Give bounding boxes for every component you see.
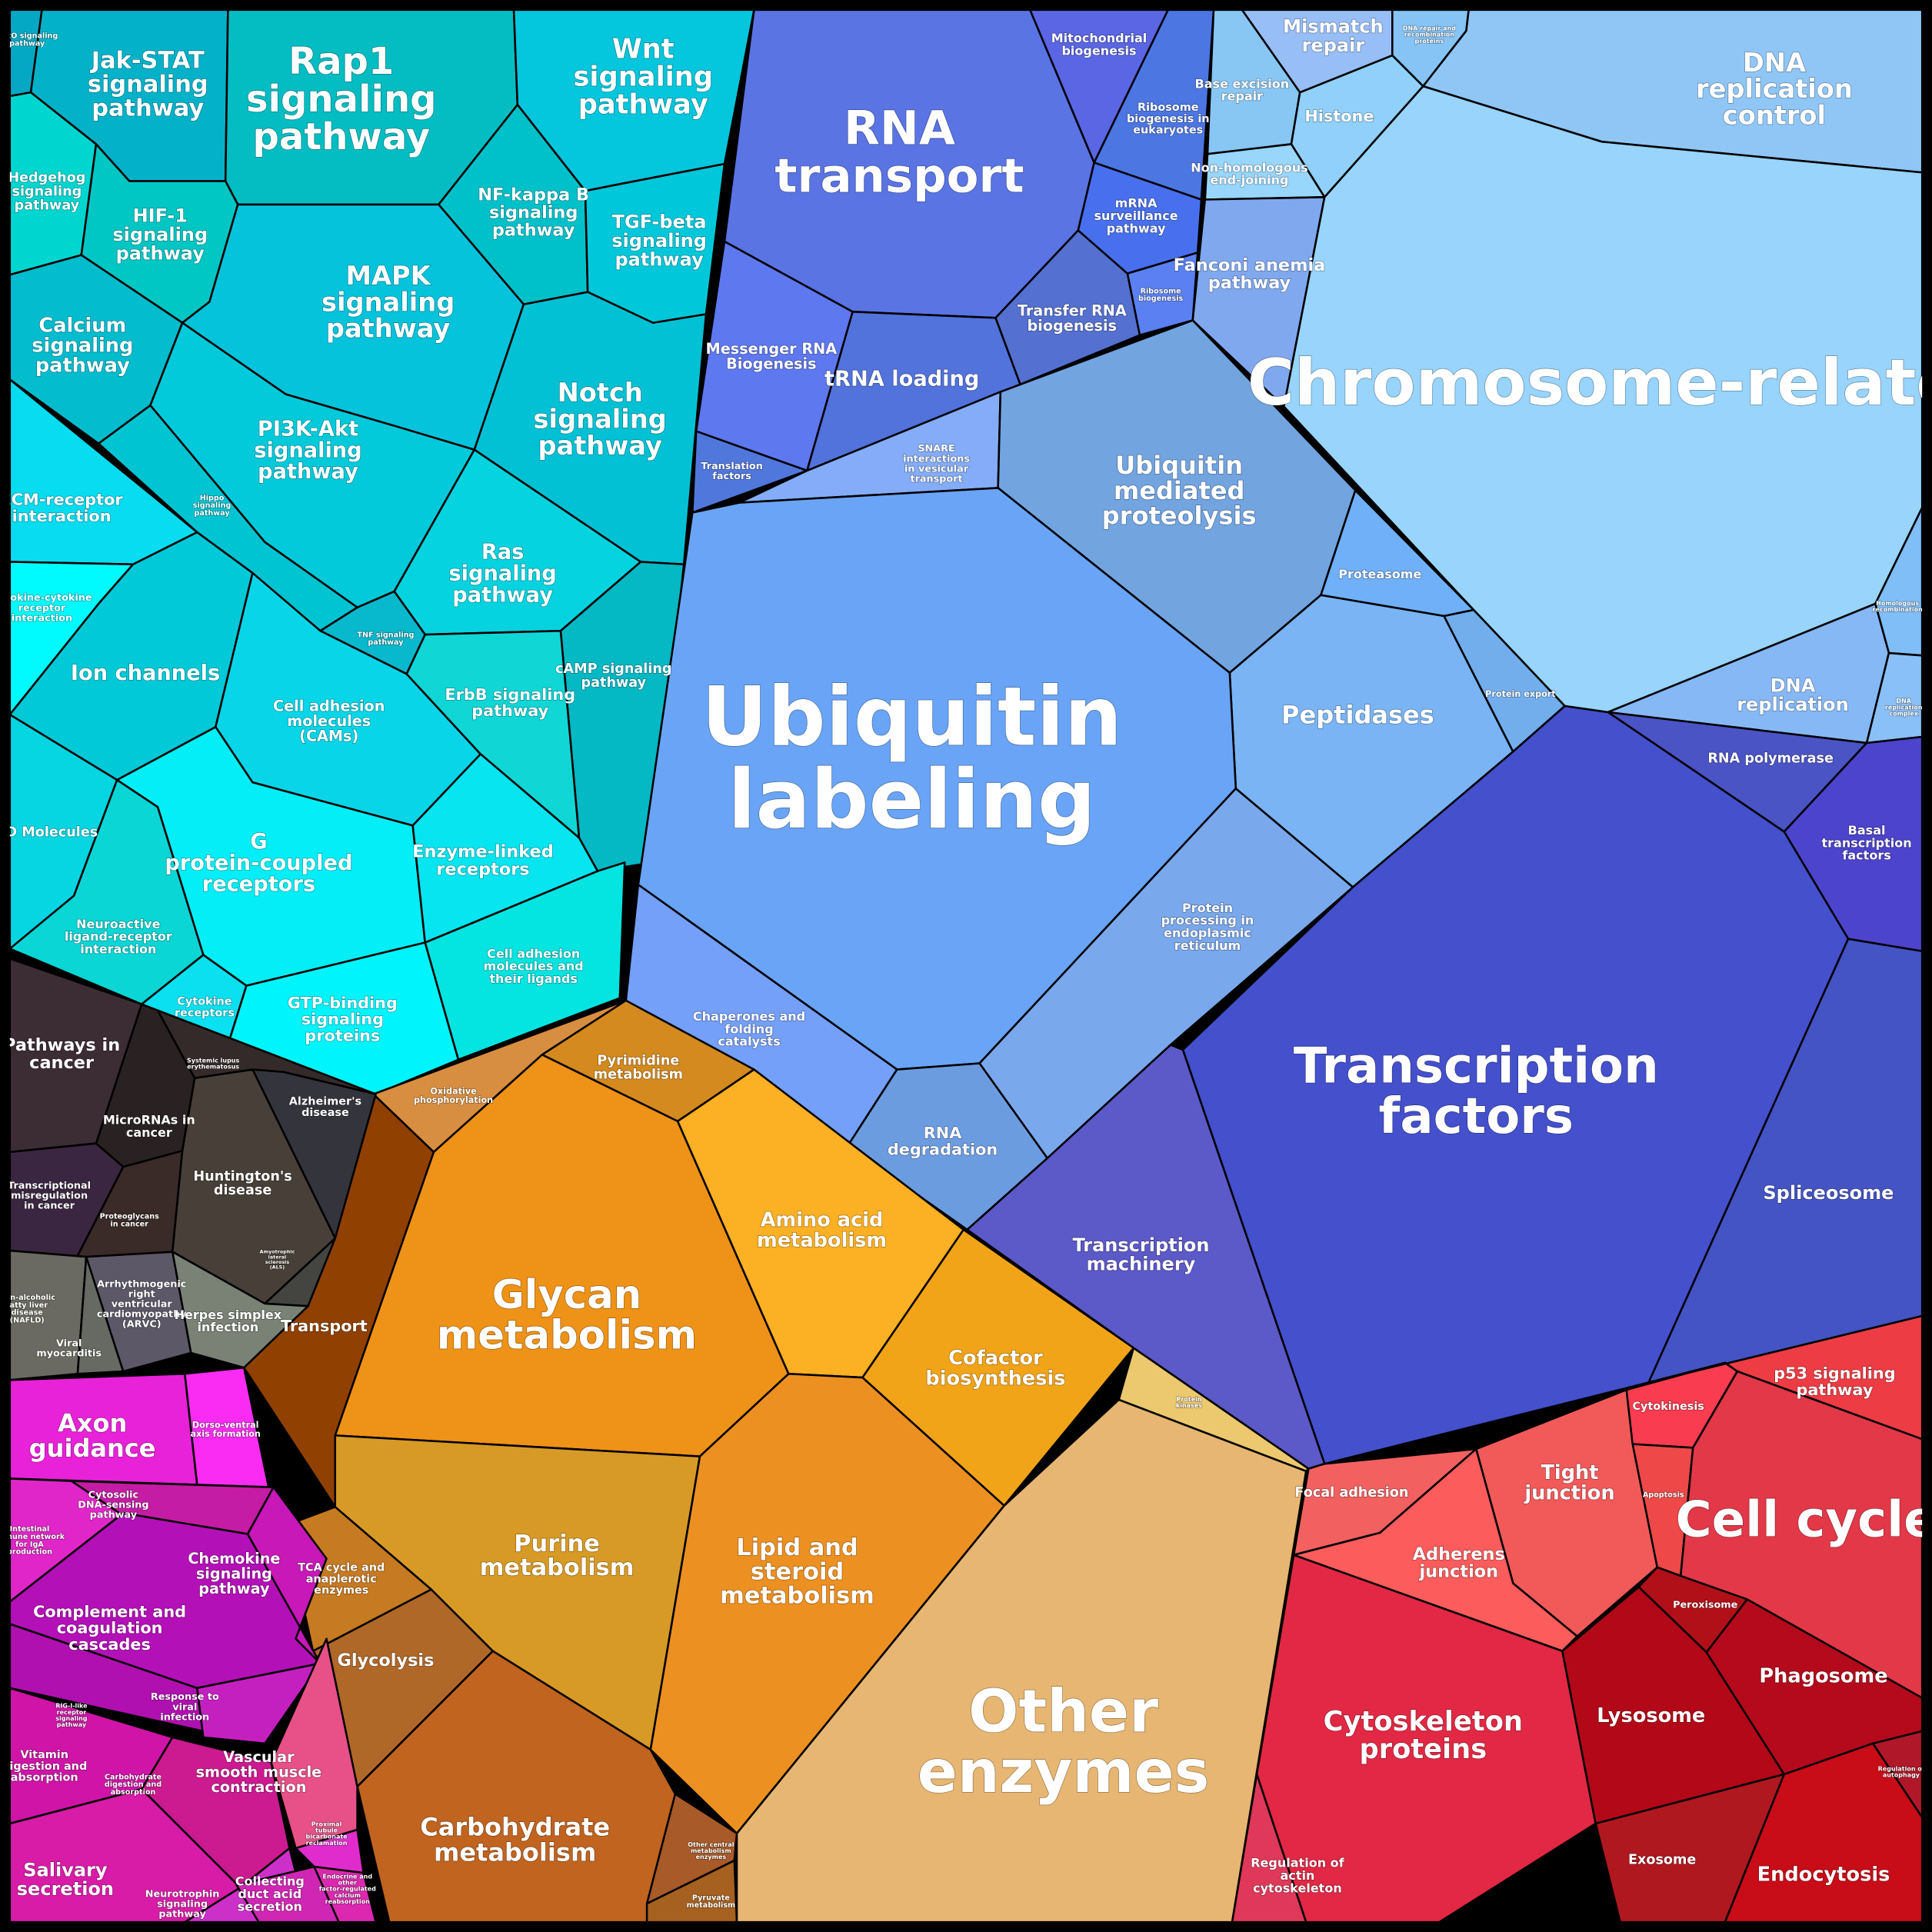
cell-vascular-smooth-muscle-contraction[interactable] <box>270 1637 358 1850</box>
cell-translation-factors[interactable] <box>691 430 808 514</box>
cell-chemokine-signaling-pathway[interactable] <box>246 1486 328 1665</box>
cell-response-to-viral-infection[interactable] <box>196 1662 321 1745</box>
cell-enzyme-linked-receptors[interactable] <box>411 753 599 944</box>
cell-herpes-simplex-infection[interactable] <box>172 1251 309 1369</box>
cell-axon-guidance[interactable] <box>8 1372 198 1486</box>
cell-tgf-beta-signaling-pathway[interactable] <box>584 162 726 325</box>
cells-layer <box>8 8 1924 1924</box>
cell-non-alcoholic-fatty-liver-disease-nafld[interactable] <box>8 1249 88 1381</box>
cell-cell-adhesion-molecules-and-their-ligands[interactable] <box>424 861 626 1061</box>
cell-viral-myocarditis[interactable] <box>76 1255 125 1375</box>
cell-erbb-signaling-pathway[interactable] <box>405 629 581 839</box>
